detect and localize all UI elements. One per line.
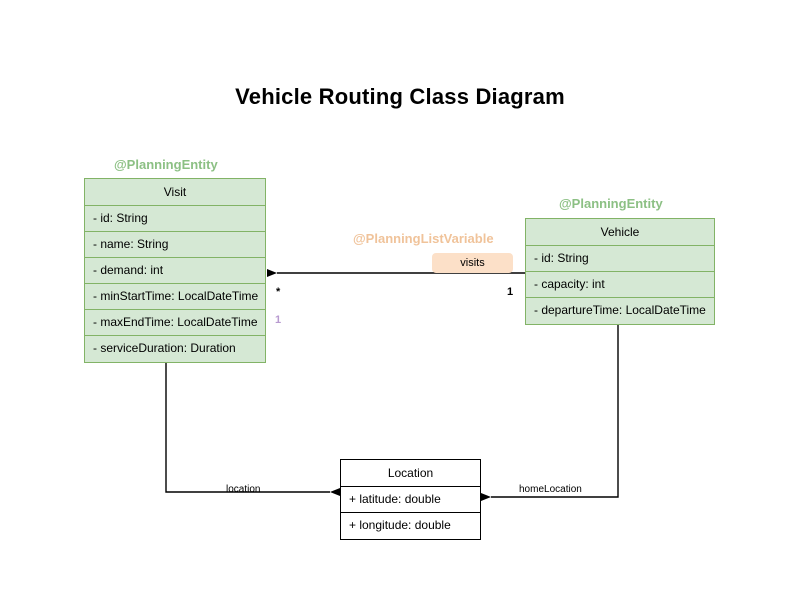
stereotype-vehicle: @PlanningEntity — [559, 196, 663, 211]
class-attribute: - departureTime: LocalDateTime — [534, 303, 706, 317]
class-attribute: - maxEndTime: LocalDateTime — [85, 310, 265, 336]
multiplicity-visit-side: * — [276, 286, 281, 298]
class-box-vehicle[interactable]: Vehicle - id: String - capacity: int - d… — [525, 218, 715, 325]
class-attribute: + longitude: double — [349, 518, 451, 532]
stereotype-visit: @PlanningEntity — [114, 157, 218, 172]
class-name-visit: Visit — [85, 179, 265, 206]
relation-label-home-location: homeLocation — [519, 484, 582, 495]
class-attribute: - minStartTime: LocalDateTime — [85, 284, 265, 310]
class-attribute: - id: String — [526, 246, 714, 272]
class-attribute: - serviceDuration: Duration — [93, 341, 236, 355]
edge-vehicle-home-location — [481, 322, 619, 501]
relation-label-location: location — [226, 484, 261, 495]
class-attribute: - name: String — [85, 232, 265, 258]
stereotype-visits-relation: @PlanningListVariable — [353, 231, 494, 246]
multiplicity-vehicle-side: 1 — [507, 286, 514, 298]
class-attribute: - demand: int — [85, 258, 265, 284]
class-box-location[interactable]: Location + latitude: double + longitude:… — [340, 459, 481, 540]
class-box-visit[interactable]: Visit - id: String - name: String - dema… — [84, 178, 266, 363]
class-attribute: - id: String — [85, 206, 265, 232]
multiplicity-secondary: 1 — [275, 314, 282, 326]
page-title: Vehicle Routing Class Diagram — [235, 84, 565, 109]
class-attribute: + latitude: double — [341, 487, 480, 513]
class-attribute: - capacity: int — [526, 272, 714, 298]
class-name-vehicle: Vehicle — [526, 219, 714, 246]
class-name-location: Location — [341, 460, 480, 487]
edge-visit-location — [165, 363, 340, 496]
relation-label-visits: visits — [432, 253, 513, 273]
